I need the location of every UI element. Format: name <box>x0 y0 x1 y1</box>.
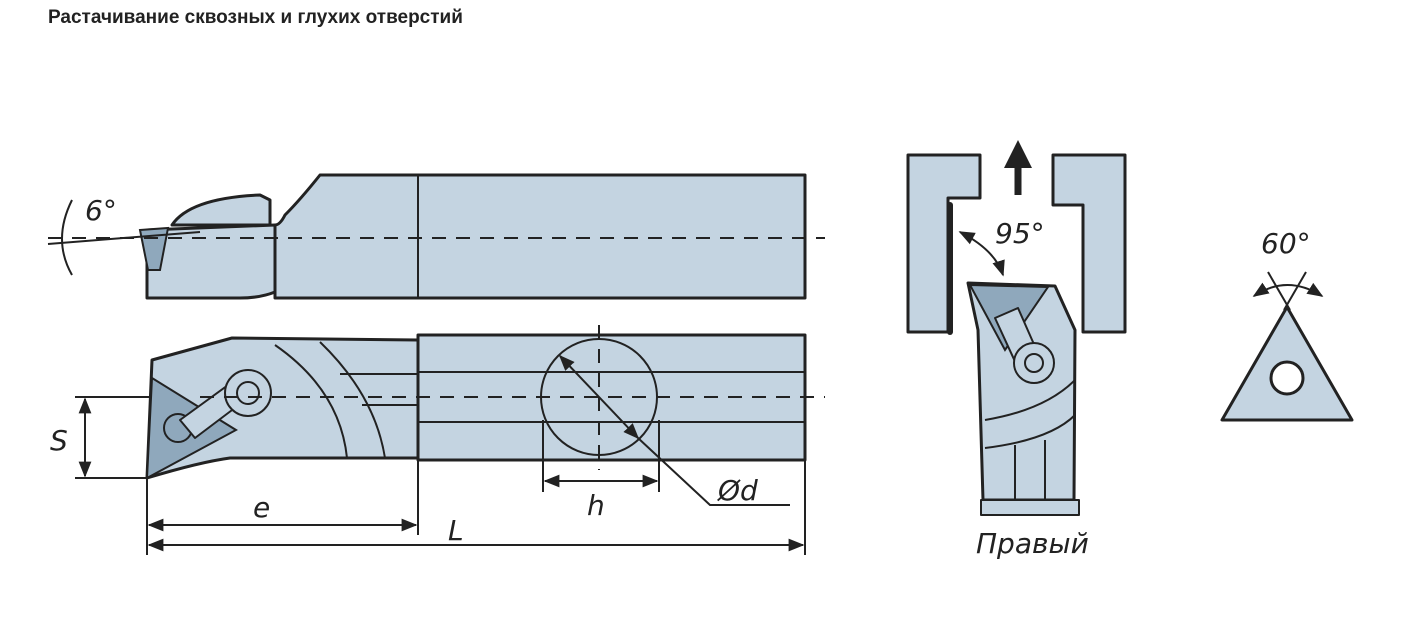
dim-e-label: e <box>253 491 270 524</box>
side-view: 6° <box>47 173 825 300</box>
hand-label: Правый <box>976 527 1089 560</box>
dim-l-label: L <box>448 514 464 547</box>
top-view <box>145 325 825 506</box>
angle-60-label: 60° <box>1261 227 1311 260</box>
insert-view: 60° <box>1220 227 1354 422</box>
dimensions: S e L h Ød <box>50 396 806 555</box>
angle-6-label: 6° <box>85 194 117 227</box>
dim-s-label: S <box>50 424 68 457</box>
angle-95-label: 95° <box>995 217 1045 250</box>
dim-h-label: h <box>587 489 605 522</box>
end-view: 95° Правый <box>906 140 1127 560</box>
page-title: Растачивание сквозных и глухих отверстий <box>48 7 463 28</box>
feed-arrow-icon <box>1004 140 1032 168</box>
dim-d-label: Ød <box>717 474 758 507</box>
